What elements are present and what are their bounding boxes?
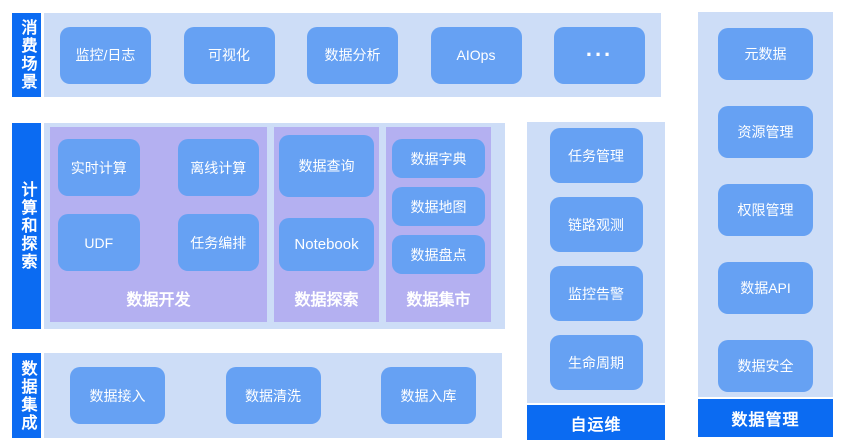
node-metadata: 元数据 xyxy=(718,28,813,80)
group-data-exploration: 数据查询 Notebook 数据探索 xyxy=(274,127,379,322)
node-visualization: 可视化 xyxy=(183,26,275,84)
panel-compute-exploration: 实时计算 离线计算 UDF 任务编排 数据开发 数据查询 Notebook 数据… xyxy=(44,123,505,329)
node-data-query: 数据查询 xyxy=(279,135,374,197)
node-more: ... xyxy=(554,26,645,84)
group-data-development: 实时计算 离线计算 UDF 任务编排 数据开发 xyxy=(50,127,267,322)
footer-label-self-ops: 自运维 xyxy=(527,405,665,440)
node-monitor-log: 监控/日志 xyxy=(60,26,151,84)
node-data-analysis: 数据分析 xyxy=(307,26,398,84)
band-label-data-integration: 数据集成 xyxy=(12,353,41,438)
ellipsis-icon: ... xyxy=(585,36,614,61)
node-udf: UDF xyxy=(58,214,140,271)
panel-data-integration: 数据接入 数据清洗 数据入库 xyxy=(44,353,502,438)
node-permission-management: 权限管理 xyxy=(718,184,813,236)
group-title-data-exploration: 数据探索 xyxy=(294,292,359,309)
footer-label-data-management: 数据管理 xyxy=(698,399,833,437)
node-lifecycle: 生命周期 xyxy=(549,335,643,390)
node-data-map: 数据地图 xyxy=(392,187,485,226)
node-aiops: AIOps xyxy=(430,26,522,84)
panel-consumption-scenarios: 监控/日志 可视化 数据分析 AIOps ... xyxy=(44,13,661,97)
node-data-ingestion: 数据接入 xyxy=(70,367,165,424)
group-data-development-nodes: 实时计算 离线计算 UDF 任务编排 xyxy=(50,127,267,271)
node-resource-management: 资源管理 xyxy=(718,106,813,158)
node-data-dictionary: 数据字典 xyxy=(392,139,485,178)
band-label-consumption-scenarios: 消费场景 xyxy=(12,13,41,97)
group-title-data-mart: 数据集市 xyxy=(406,292,471,309)
node-data-cleaning: 数据清洗 xyxy=(225,367,321,424)
group-data-mart: 数据字典 数据地图 数据盘点 数据集市 xyxy=(386,127,491,322)
panel-self-ops: 任务管理 链路观测 监控告警 生命周期 xyxy=(527,122,665,403)
group-title-data-development: 数据开发 xyxy=(126,292,191,309)
group-data-mart-nodes: 数据字典 数据地图 数据盘点 xyxy=(386,127,491,274)
node-realtime-compute: 实时计算 xyxy=(58,139,140,196)
node-task-management: 任务管理 xyxy=(549,128,643,183)
node-offline-compute: 离线计算 xyxy=(177,139,259,196)
node-monitor-alert: 监控告警 xyxy=(549,266,643,321)
node-data-api: 数据API xyxy=(718,262,813,314)
node-task-orchestration: 任务编排 xyxy=(177,214,259,271)
node-notebook: Notebook xyxy=(279,218,374,271)
band-label-compute-exploration: 计算和探索 xyxy=(12,123,41,329)
group-data-exploration-nodes: 数据查询 Notebook xyxy=(274,127,379,271)
panel-data-management: 元数据 资源管理 权限管理 数据API 数据安全 xyxy=(698,12,833,397)
node-data-inventory: 数据盘点 xyxy=(392,235,485,274)
node-data-security: 数据安全 xyxy=(718,340,813,392)
node-data-loading: 数据入库 xyxy=(381,367,476,424)
node-link-observation: 链路观测 xyxy=(549,197,643,252)
